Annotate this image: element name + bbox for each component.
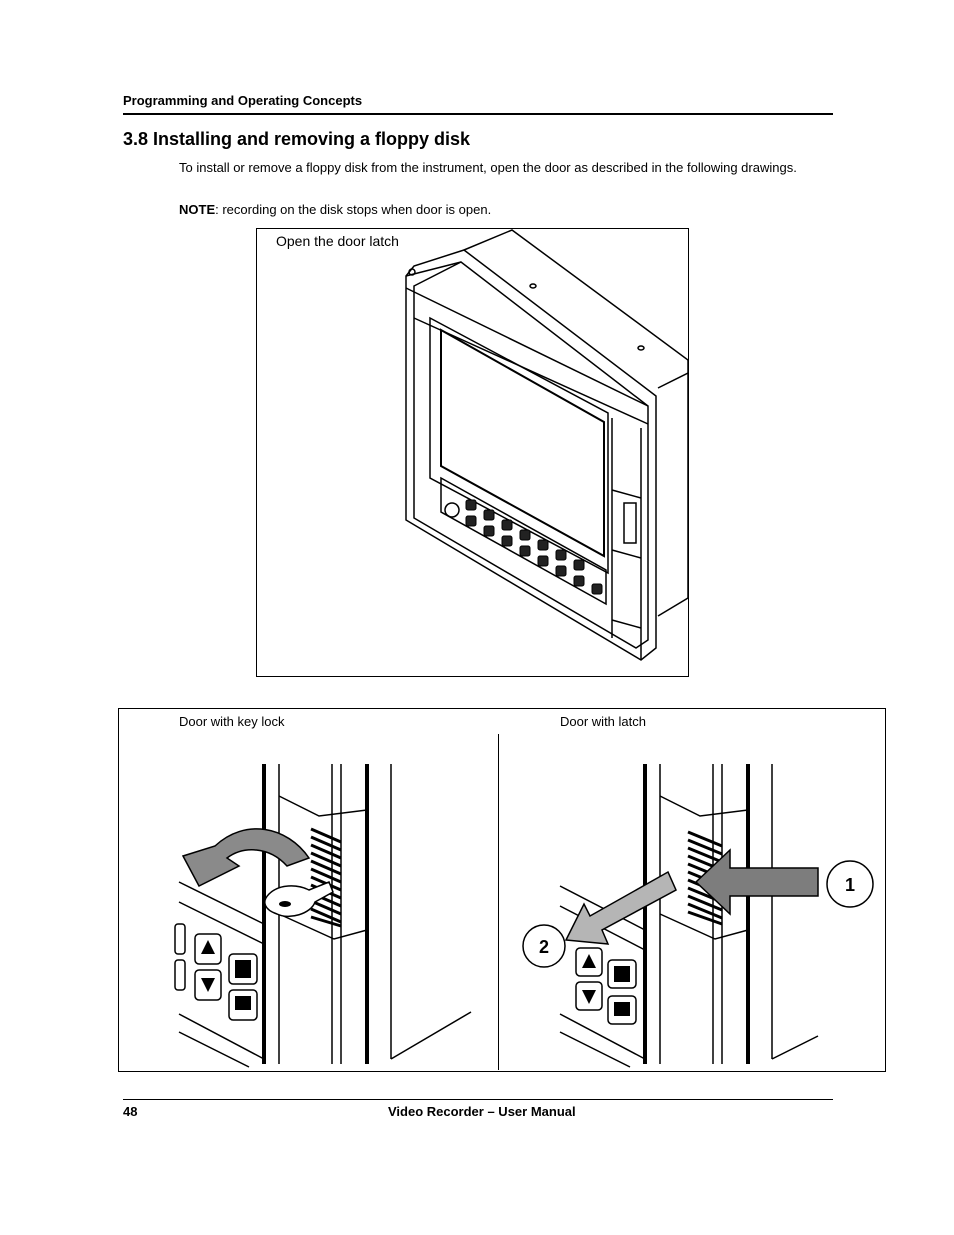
figure-door-types (118, 708, 886, 1072)
step-2-marker (522, 924, 566, 968)
key-icon (264, 881, 334, 918)
key-lock-caption: Door with key lock (179, 714, 285, 729)
key-lock-drawing (174, 764, 472, 1068)
intro-paragraph: To install or remove a floppy disk from … (179, 160, 797, 175)
footer-title: Video Recorder – User Manual (388, 1104, 576, 1119)
latch-drawing: 1 2 (522, 764, 874, 1068)
pull-arrow-icon (564, 870, 677, 945)
header-rule (123, 113, 833, 115)
figure-divider (498, 734, 499, 1070)
running-header: Programming and Operating Concepts (123, 93, 363, 108)
step-1-label: 1 (845, 875, 855, 895)
page-number: 48 (123, 1104, 138, 1119)
step-1-marker (826, 860, 874, 908)
figure-open-door (256, 228, 689, 677)
note-paragraph: NOTE: recording on the disk stops when d… (179, 202, 491, 217)
push-arrow-icon (694, 848, 819, 916)
instrument-drawing (405, 229, 688, 661)
step-2-label: 2 (539, 937, 549, 957)
section-title: 3.8 Installing and removing a floppy dis… (123, 129, 471, 149)
figure-open-door-caption: Open the door latch (276, 233, 399, 249)
latch-caption: Door with latch (560, 714, 646, 729)
rotate-arrow-icon (181, 828, 311, 887)
note-label: NOTE (179, 202, 216, 217)
note-text: : recording on the disk stops when door … (215, 202, 492, 217)
footer-rule (123, 1099, 833, 1100)
